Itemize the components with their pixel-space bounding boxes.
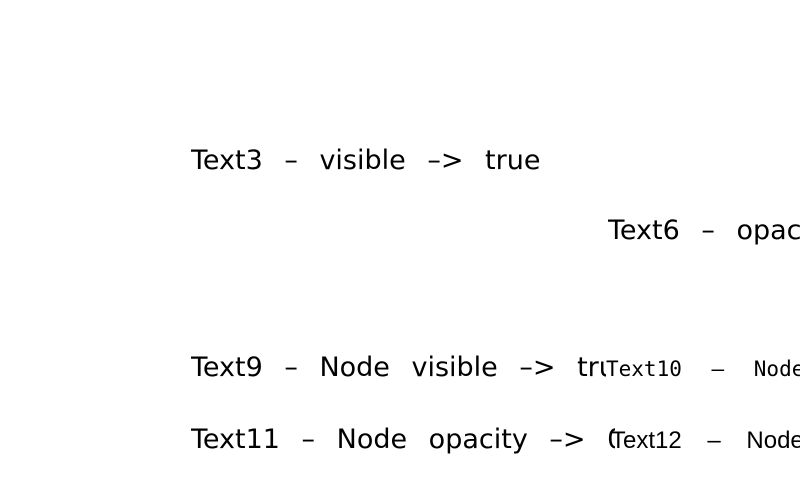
text-element-text9: Text9 – Node visible –> true bbox=[191, 352, 606, 383]
text-element-text3: Text3 – visible –> true bbox=[191, 145, 541, 176]
text-element-text10: Text10 – Node bbox=[606, 357, 800, 381]
text-element-text12: Text12 – Node bbox=[611, 427, 800, 454]
text-element-text6: Text6 – opacity bbox=[608, 215, 800, 246]
text-element-text11: Text11 – Node opacity –> 0 bbox=[191, 424, 615, 455]
